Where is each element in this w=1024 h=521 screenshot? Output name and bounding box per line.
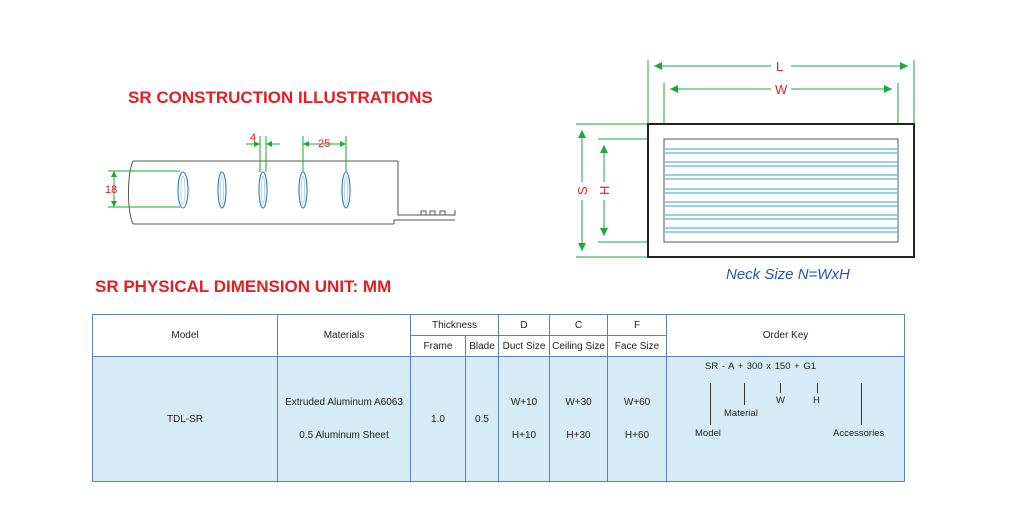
dim-W-label: W bbox=[775, 82, 788, 97]
dimension-table: Model Materials Thickness D C F Order Ke… bbox=[92, 314, 906, 482]
header-duct-size: Duct Size bbox=[498, 335, 551, 357]
header-frame: Frame bbox=[410, 335, 466, 357]
header-materials: Materials bbox=[277, 314, 411, 357]
dim-S-label: S bbox=[575, 186, 590, 195]
cell-duct-size: W+10 H+10 bbox=[498, 356, 551, 482]
grille-blades bbox=[665, 148, 897, 233]
cell-materials: Extruded Aluminum A6063 0.5 Aluminum She… bbox=[277, 356, 411, 482]
material-1: Extruded Aluminum A6063 bbox=[285, 397, 403, 408]
duct-h: H+10 bbox=[511, 430, 537, 441]
order-key-h: H bbox=[813, 395, 820, 406]
face-w: W+60 bbox=[623, 397, 651, 408]
header-c: C bbox=[549, 314, 609, 336]
cell-face-size: W+60 H+60 bbox=[607, 356, 668, 482]
ceiling-h: H+30 bbox=[566, 430, 591, 441]
slot-3 bbox=[258, 171, 268, 209]
dim-L-label: L bbox=[776, 59, 783, 74]
header-order-key: Order Key bbox=[666, 314, 906, 357]
face-h: H+60 bbox=[624, 430, 650, 441]
order-key-material: Material bbox=[724, 408, 758, 419]
cell-frame: 1.0 bbox=[410, 356, 466, 482]
slot-1 bbox=[177, 171, 189, 209]
cell-order-key: SR - A + 300 x 150 + G1 Material W H Mod… bbox=[666, 356, 906, 482]
slot-2 bbox=[217, 171, 227, 209]
order-key-code: SR - A + 300 x 150 + G1 bbox=[705, 361, 816, 372]
neck-size-caption: Neck Size N=WxH bbox=[726, 266, 850, 283]
material-2: 0.5 Aluminum Sheet bbox=[299, 430, 389, 441]
header-model: Model bbox=[92, 314, 278, 357]
header-d: D bbox=[498, 314, 551, 336]
order-key-w: W bbox=[776, 395, 785, 406]
dim-H-label: H bbox=[597, 186, 612, 195]
order-key-accessories: Accessories bbox=[833, 428, 885, 439]
header-thickness: Thickness bbox=[409, 314, 500, 336]
cell-ceiling-size: W+30 H+30 bbox=[549, 356, 609, 482]
cell-model: TDL-SR bbox=[92, 356, 278, 482]
pitch-label: 25 bbox=[318, 138, 330, 150]
construction-heading: SR CONSTRUCTION ILLUSTRATIONS bbox=[128, 88, 433, 107]
duct-w: W+10 bbox=[510, 397, 538, 408]
slot-width-label: 4 bbox=[250, 132, 256, 144]
header-face-size: Face Size bbox=[607, 335, 668, 357]
ceiling-w: W+30 bbox=[565, 397, 592, 408]
order-key-model: Model bbox=[695, 428, 721, 439]
dimension-heading: SR PHYSICAL DIMENSION UNIT: MM bbox=[95, 277, 392, 296]
cell-blade: 0.5 bbox=[464, 356, 500, 482]
header-blade: Blade bbox=[464, 335, 500, 357]
header-f: F bbox=[607, 314, 668, 336]
height-label: 18 bbox=[105, 184, 117, 196]
grille-neck bbox=[663, 138, 899, 243]
header-ceiling-size: Ceiling Size bbox=[549, 335, 609, 357]
